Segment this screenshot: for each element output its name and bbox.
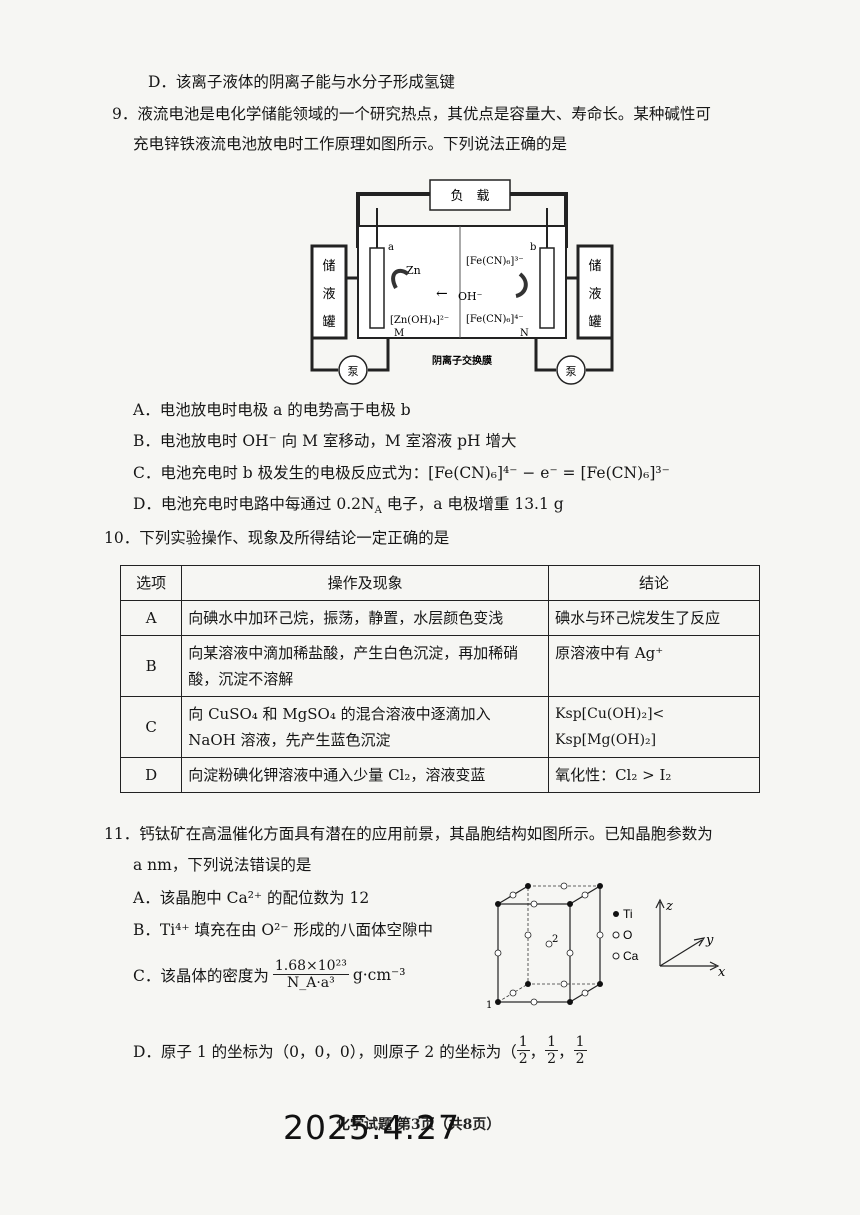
- coord-z-den: 2: [575, 1051, 585, 1067]
- oh-label: OH⁻: [458, 290, 483, 303]
- legend-o: O: [623, 928, 632, 942]
- coord-sep: ，: [529, 1042, 546, 1061]
- axis-y: y: [705, 933, 714, 948]
- q9-option-c-prefix: C．电池充电时 b 极发生的电极反应式为：: [133, 464, 429, 482]
- coord-x-den: 2: [518, 1051, 528, 1067]
- q9-option-d-prefix: D．电池充电时电路中每通过 0.2N: [133, 495, 375, 513]
- axis-z: z: [665, 899, 673, 914]
- legend-ca: Ca: [623, 949, 639, 963]
- q8-option-d: D．该离子液体的阴离子能与水分子形成氢键: [148, 73, 455, 91]
- q11-option-b: B．Ti⁴⁺ 填充在由 O²⁻ 形成的八面体空隙中: [133, 921, 433, 939]
- q11-option-d-prefix: D．原子 1 的坐标为（0，0，0），则原子 2 的坐标为（: [133, 1042, 517, 1061]
- fe-cn6-3-label: [Fe(CN)₆]³⁻: [466, 256, 524, 267]
- q11-stem-line2: a nm，下列说法错误的是: [133, 856, 312, 874]
- coord-z-num: 1: [573, 1034, 587, 1051]
- q9-option-a: A．电池放电时电极 a 的电势高于电极 b: [133, 401, 411, 419]
- table-row: D 向淀粉碘化钾溶液中通入少量 Cl₂，溶液变蓝 氧化性：Cl₂ > I₂: [119, 757, 760, 793]
- table-header: 选项: [119, 565, 183, 601]
- q11-option-c: C．该晶体的密度为 1.68×10²³ N_A·a³ g·cm⁻³: [133, 958, 405, 991]
- room-m-label: M: [394, 328, 404, 339]
- q9-option-b: B．电池放电时 OH⁻ 向 M 室移动，M 室溶液 pH 增大: [133, 432, 517, 450]
- room-n-label: N: [520, 328, 529, 339]
- date-stamp: 2025.4.27: [283, 1108, 460, 1147]
- pump-right-label: 泵: [566, 365, 577, 378]
- q11-option-c-prefix: C．该晶体的密度为: [133, 966, 269, 985]
- q9-option-d: D．电池充电时电路中每通过 0.2NA 电子，a 电极增重 13.1 g: [133, 494, 564, 521]
- fe-cn6-4-label: [Fe(CN)₆]⁴⁻: [466, 314, 524, 325]
- q9-stem-line1: 9．液流电池是电化学储能领域的一个研究热点，其优点是容量大、寿命长。某种碱性可: [112, 105, 711, 123]
- q9-option-d-sub: A: [374, 505, 382, 517]
- coord-y-den: 2: [547, 1051, 557, 1067]
- atom-1-label: 1: [486, 1000, 492, 1011]
- q9-option-c: C．电池充电时 b 极发生的电极反应式为：[Fe(CN)₆]⁴⁻ − e⁻ = …: [133, 463, 670, 483]
- row-option: D: [119, 757, 183, 793]
- q10-stem: 10．下列实验操作、现象及所得结论一定正确的是: [104, 529, 450, 547]
- coord-sep: ，: [558, 1042, 574, 1061]
- tank-right-3: 罐: [588, 315, 601, 330]
- table-header: 结论: [548, 565, 760, 601]
- row-operation: 向淀粉碘化钾溶液中通入少量 Cl₂，溶液变蓝: [181, 757, 550, 793]
- electrode-b-label: b: [530, 242, 536, 253]
- q9-stem-line2: 充电锌铁液流电池放电时工作原理如图所示。下列说法正确的是: [133, 135, 568, 153]
- row-operation: 向 CuSO₄ 和 MgSO₄ 的混合溶液中逐滴加入 NaOH 溶液，先产生蓝色…: [181, 696, 550, 758]
- row-conclusion: 氧化性：Cl₂ > I₂: [548, 757, 760, 793]
- row-conclusion: 碘水与环己烷发生了反应: [548, 600, 760, 636]
- table-header-row: 选项 操作及现象 结论: [119, 565, 760, 601]
- row-conclusion: Ksp[Cu(OH)₂]< Ksp[Mg(OH)₂]: [548, 696, 760, 758]
- row-option: C: [119, 696, 183, 758]
- flow-battery-diagram: 负 载 a b Zn [Zn(OH)₄]²⁻ [Fe(CN)₆]³⁻ [Fe(C…: [310, 179, 614, 385]
- density-unit: g·cm⁻³: [352, 965, 406, 984]
- q9-option-c-formula: [Fe(CN)₆]⁴⁻ − e⁻ = [Fe(CN)₆]³⁻: [428, 464, 670, 482]
- table-header: 操作及现象: [181, 565, 550, 601]
- row-option: A: [119, 600, 183, 636]
- zn-label: Zn: [406, 264, 421, 277]
- perovskite-cell-diagram: 2 1 Ti O Ca z y x: [486, 882, 726, 1011]
- row-operation: 向碘水中加环己烷，振荡，静置，水层颜色变浅: [181, 600, 550, 636]
- q11-stem-line1: 11．钙钛矿在高温催化方面具有潜在的应用前景，其晶胞结构如图所示。已知晶胞参数为: [104, 825, 713, 843]
- membrane-label: 阴离子交换膜: [432, 354, 492, 367]
- tank-left-2: 液: [322, 287, 335, 302]
- q9-option-d-suffix: 电子，a 电极增重 13.1 g: [381, 495, 564, 513]
- tank-right-2: 液: [588, 287, 601, 302]
- coord-y-num: 1: [545, 1034, 559, 1051]
- electrode-a-label: a: [388, 242, 394, 253]
- tank-left-1: 储: [322, 259, 335, 274]
- table-row: C 向 CuSO₄ 和 MgSO₄ 的混合溶液中逐滴加入 NaOH 溶液，先产生…: [119, 696, 760, 758]
- row-operation: 向某溶液中滴加稀盐酸，产生白色沉淀，再加稀硝酸，沉淀不溶解: [181, 635, 550, 697]
- density-denominator: N_A·a³: [286, 975, 335, 991]
- page-footer: 化学试题 第3页（共8页）: [336, 1117, 501, 1133]
- load-label: 负 载: [450, 189, 489, 204]
- zn-oh4-label: [Zn(OH)₄]²⁻: [390, 315, 449, 326]
- row-option: B: [119, 635, 183, 697]
- legend-ti: Ti: [623, 907, 633, 921]
- tank-left-3: 罐: [322, 315, 335, 330]
- tank-right-1: 储: [588, 259, 601, 274]
- q11-option-a: A．该晶胞中 Ca²⁺ 的配位数为 12: [133, 889, 370, 907]
- table-row: B 向某溶液中滴加稀盐酸，产生白色沉淀，再加稀硝酸，沉淀不溶解 原溶液中有 Ag…: [119, 635, 760, 697]
- atom-2-label: 2: [552, 934, 558, 945]
- density-fraction: 1.68×10²³ N_A·a³: [272, 958, 349, 991]
- pump-left-label: 泵: [348, 365, 359, 378]
- axis-x: x: [718, 965, 726, 980]
- oh-arrow: ←: [436, 286, 448, 302]
- table-row: A 向碘水中加环己烷，振荡，静置，水层颜色变浅 碘水与环己烷发生了反应: [119, 600, 760, 636]
- experiment-table: 选项 操作及现象 结论 A 向碘水中加环己烷，振荡，静置，水层颜色变浅 碘水与环…: [119, 565, 760, 793]
- density-numerator: 1.68×10²³: [272, 958, 349, 975]
- row-conclusion: 原溶液中有 Ag⁺: [548, 635, 760, 697]
- coord-x-num: 1: [516, 1034, 530, 1051]
